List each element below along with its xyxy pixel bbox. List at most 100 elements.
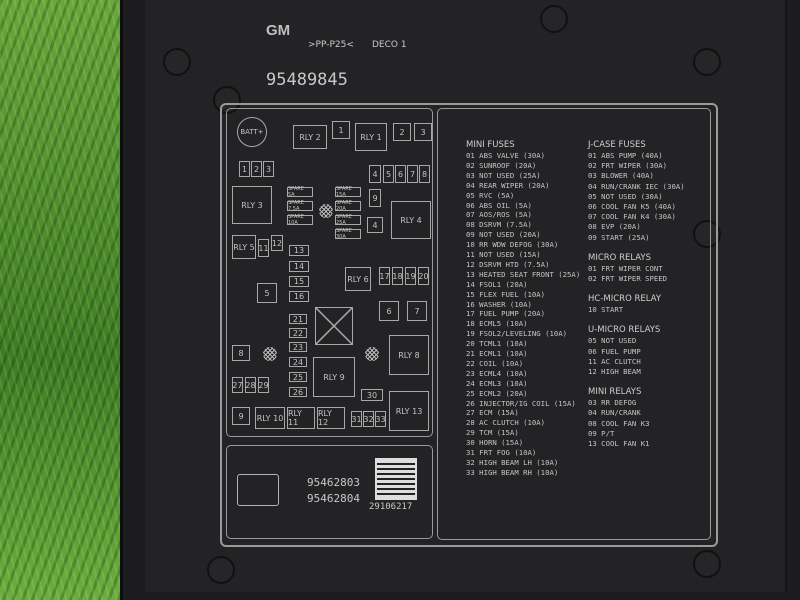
mini-fuse-entry: 21 ECML1 (10A) [466,349,528,358]
fuse-3: 3 [414,123,432,141]
mini-relay-entry: 13 COOL FAN K1 [588,439,650,448]
j-case-fuse-entry: 04 RUN/CRANK IEC (30A) [588,181,685,191]
relay-9: RLY 9 [313,357,355,397]
mini-relay-entry: 04 RUN/CRANK [588,408,641,418]
j-case-fuse-entry: 02 FRT WIPER (30A) [588,161,668,171]
mini-fuse-entry: 26 INJECTOR/IG COIL (15A) [466,398,576,408]
fuse-8: 8 [419,165,430,183]
fuse-1: 1 [332,121,350,139]
mini-fuse-entry: 14 FSOL1 (20A) [466,279,528,289]
relay-2: RLY 2 [293,125,327,149]
spare-30a: SPARE 30A [335,228,361,240]
fuse-30: 30 [361,389,383,401]
j-case-fuse-entry: 05 NOT USED (30A) [588,191,663,201]
mounting-hole [693,48,721,76]
mini-fuse-entry: 22 COIL (10A) [466,358,524,368]
fuse-11: 11 [258,239,269,257]
part-number-a: 95462803 [307,476,360,489]
mounting-hole [540,5,568,33]
mini-fuse-entry: 10 RR WDW DEFOG (30A) [466,240,559,250]
mini-fuse-entry: 13 HEATED SEAT FRONT (25A) [466,269,581,279]
u-micro-relay-entry: 06 FUEL PUMP [588,346,641,356]
mini-relay-title: MINI RELAYS [588,387,642,398]
fuse-4: 4 [369,165,381,183]
fuse-26: 26 [289,387,307,397]
label-code: 29106217 [369,502,413,512]
fuse-20: 20 [418,267,429,285]
mini-fuse-entry: 04 REAR WIPER (20A) [466,180,550,190]
u-micro-relay-title: U-MICRO RELAYS [588,325,661,336]
material-code: >PP-P25< [308,40,354,50]
screw-hole [319,204,333,218]
mounting-hole [693,550,721,578]
fuse-8b: 8 [232,345,250,361]
fuse-29: 29 [258,377,269,393]
grass-background [0,0,135,600]
hc-micro-relay-entry: 10 START [588,305,624,315]
fuse-3s: 3 [263,161,274,177]
mounting-hole [163,48,191,76]
mini-relay-entry: 08 COOL FAN K3 [588,418,650,428]
relay-13: RLY 13 [389,391,429,431]
fuse-23: 23 [289,342,307,352]
relay-3: RLY 3 [232,186,272,224]
mini-fuses-title: MINI FUSES [466,140,515,150]
u-micro-relay-entry: 11 AC CLUTCH [588,356,641,366]
fuse-16: 16 [289,291,309,302]
spare-5a: SPARE 5A [287,186,313,198]
mounting-hole [207,556,235,584]
fuse-32: 32 [363,411,374,427]
micro-relay-entry: 02 FRT WIPER SPEED [588,274,668,283]
recycle-code: DECO 1 [372,40,407,50]
connector-block [315,307,353,345]
mini-fuse-entry: 33 HIGH BEAM RH (10A) [466,467,559,477]
u-micro-relay-entry: 12 HIGH BEAM [588,367,641,376]
fuse-9b: 9 [232,407,250,425]
fuse-7: 7 [407,165,418,183]
fuse-2: 2 [393,123,411,141]
fuse-5: 5 [383,165,394,183]
fuse-21: 21 [289,314,307,324]
mini-fuse-entry: 05 RVC (5A) [466,190,515,200]
gm-logo: GM [266,22,291,39]
mini-fuse-entry: 24 ECML3 (10A) [466,378,528,388]
mini-fuse-entry: 27 ECM (15A) [466,408,519,418]
battery-terminal: BATT+ [237,117,267,147]
mini-fuse-entry: 09 NOT USED (20A) [466,230,541,240]
fuse-4b: 4 [367,217,383,233]
mini-fuse-entry: 02 SUNROOF (20A) [466,160,537,170]
micro-relay-title: MICRO RELAYS [588,252,652,263]
mini-fuse-entry: 23 ECML4 (10A) [466,368,528,378]
mini-fuse-entry: 16 WASHER (10A) [466,299,532,309]
fuse-22: 22 [289,328,307,338]
relay-1: RLY 1 [355,123,387,151]
mini-fuse-entry: 30 HORN (15A) [466,438,524,448]
fuse-9: 9 [369,189,381,207]
mini-fuse-entry: 29 TCM (15A) [466,428,519,438]
micro-relay-entry: 01 FRT WIPER CONT [588,263,663,273]
fuse-27: 27 [232,377,243,393]
j-case-fuse-entry: 06 COOL FAN K5 (40A) [588,202,676,211]
fuse-1s: 1 [239,161,250,177]
fuse-6b: 6 [379,301,399,321]
spare-15a: SPARE 15A [335,186,361,198]
j-case-fuse-entry: 01 ABS PUMP (40A) [588,151,663,160]
relay-5: RLY 5 [232,235,256,259]
mini-fuse-entry: 28 AC CLUTCH (10A) [466,418,546,428]
fuse-28: 28 [245,377,256,393]
fuse-14: 14 [289,261,309,272]
mini-fuse-entry: 31 FRT FOG (10A) [466,448,537,457]
part-number-b: 95462804 [307,492,360,505]
fuse-6: 6 [395,165,406,183]
mini-fuse-entry: 08 DSRVM (7.5A) [466,220,532,230]
mini-fuse-entry: 11 NOT USED (15A) [466,250,541,259]
mini-fuse-entry: 32 HIGH BEAM LH (10A) [466,457,559,467]
fuse-12: 12 [271,235,283,251]
mini-fuse-entry: 18 ECML5 (10A) [466,319,528,329]
fuse-19: 19 [405,267,416,285]
screw-hole [263,347,277,361]
spare-20a: SPARE 20A [335,200,361,212]
datamatrix-code [375,458,417,500]
fuse-33: 33 [375,411,386,427]
fuse-15: 15 [289,276,309,287]
